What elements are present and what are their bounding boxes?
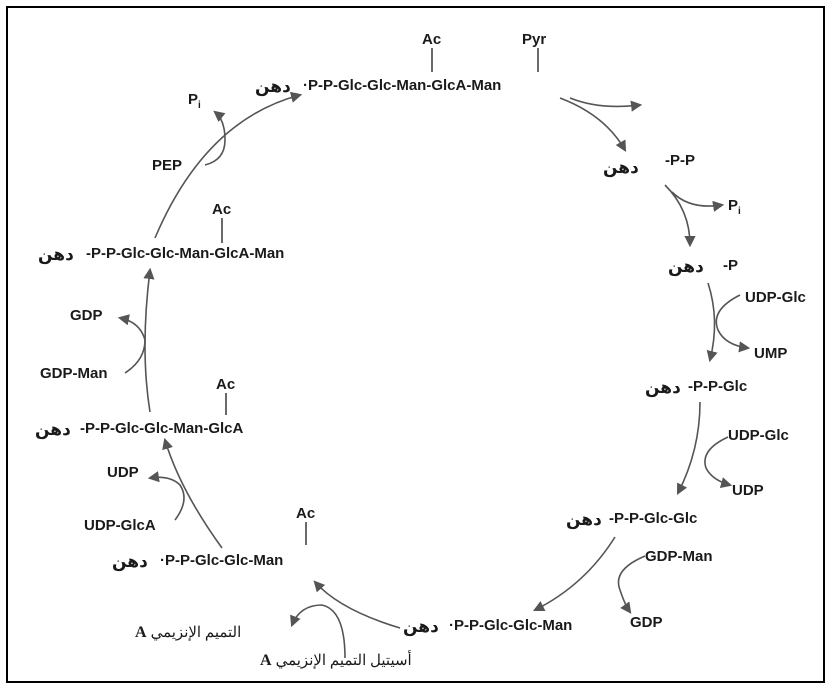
arrow-udpglc-ump: [715, 294, 751, 353]
lipid-n5: دهن: [566, 510, 602, 530]
arrow-acetylcoa-coa: [290, 604, 346, 659]
pyr-label-n1: Pyr: [522, 31, 546, 48]
arrow-udpglc-udp: [704, 436, 733, 488]
arrow-n2-to-n3: [664, 184, 696, 248]
gdp-label-1: GDP: [630, 614, 663, 631]
gdp-man-label-2: GDP-Man: [40, 365, 108, 382]
udp-glc-label-2: UDP-Glc: [728, 427, 789, 444]
arrow-pi-release-1: [671, 191, 725, 212]
udp-label-2: UDP: [107, 464, 139, 481]
lipid-n8: دهن: [35, 420, 71, 440]
arrow-n5-to-n6: [532, 536, 616, 612]
lipid-n6: دهن: [403, 617, 439, 637]
ac-label-n8: Ac: [216, 376, 235, 393]
chain-n9: -P-P-Glc-Glc-Man-GlcA-Man: [86, 245, 284, 262]
arrow-pep-pi: [204, 110, 226, 166]
ac-label-n1: Ac: [422, 31, 441, 48]
arrow-second-ring: [569, 97, 643, 112]
lipid-n2: دهن: [603, 158, 639, 178]
chain-n8: -P-P-Glc-Glc-Man-GlcA: [80, 420, 244, 437]
arrow-gdpman-gdp-2: [117, 314, 146, 374]
ump-label: UMP: [754, 345, 787, 362]
lipid-n9: دهن: [38, 245, 74, 265]
arrow-n9-to-n1: [154, 91, 303, 239]
chain-n2: -P-P: [665, 152, 695, 169]
chain-n7: ·P-P-Glc-Glc-Man: [160, 552, 283, 569]
lipid-n4: دهن: [645, 378, 681, 398]
gdp-label-2: GDP: [70, 307, 103, 324]
pi-label-2: Pi: [188, 91, 201, 111]
lipid-n1: دهن: [255, 77, 291, 97]
lipid-n7: دهن: [112, 552, 148, 572]
arrow-udpglca-udp: [147, 471, 185, 521]
chain-n4: -P-P-Glc: [688, 378, 747, 395]
chain-n3: -P: [723, 257, 738, 274]
arrow-n1-to-n2: [559, 97, 627, 152]
udp-glc-label-1: UDP-Glc: [745, 289, 806, 306]
chain-n1: ·P-P-Glc-Glc-Man-GlcA-Man: [303, 77, 501, 94]
arrow-gdpman-gdp: [617, 555, 646, 614]
arrow-n4-to-n5: [676, 401, 701, 495]
ac-label-n7: Ac: [296, 505, 315, 522]
chain-n5: -P-P-Glc-Glc: [609, 510, 697, 527]
gdp-man-label-1: GDP-Man: [645, 548, 713, 565]
chain-n6: ·P-P-Glc-Glc-Man: [449, 617, 572, 634]
lipid-n3: دهن: [668, 257, 704, 277]
udp-label-1: UDP: [732, 482, 764, 499]
ac-label-n9: Ac: [212, 201, 231, 218]
pep-label: PEP: [152, 157, 182, 174]
pi-label-1: Pi: [728, 197, 741, 217]
arrow-n6-to-n7: [313, 580, 401, 629]
diagram-frame: [6, 6, 825, 683]
arrow-n3-to-n4: [706, 282, 718, 363]
arrow-n7-to-n8: [162, 437, 223, 549]
udp-glca-label: UDP-GlcA: [84, 517, 156, 534]
